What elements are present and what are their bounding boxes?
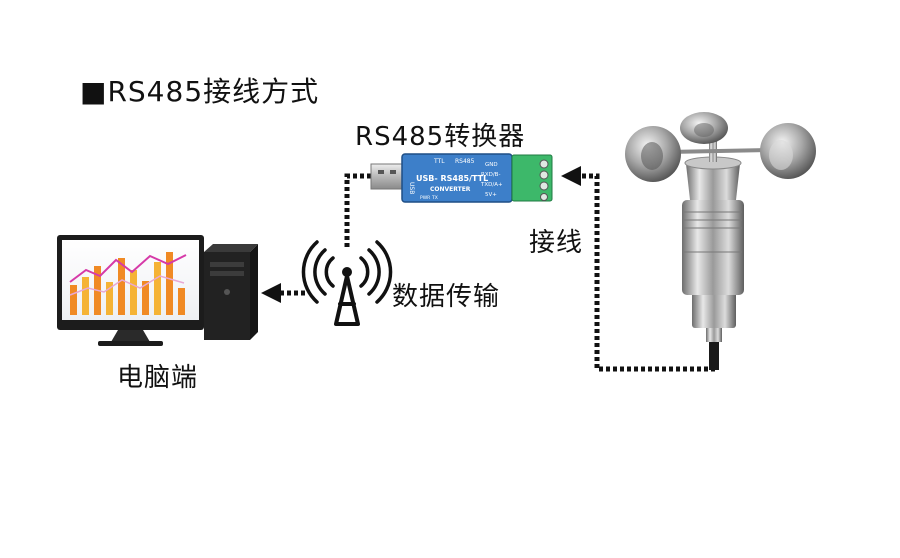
board-converter-text: CONVERTER [430,186,471,193]
data-transfer-label: 数据传输 [392,282,501,312]
usb-to-wireless-line [344,173,371,248]
board-main-text: USB- RS485/TTL [416,174,488,183]
board-pin-rxd: RXD/B- [481,172,500,178]
usb-plug [370,163,406,190]
anemometer-sensor [625,112,816,370]
rs485-converter: USB TTL RS485 USB- RS485/TTL CONVERTER P… [401,153,553,203]
wiring-label: 接线 [529,228,584,258]
converter-label: RS485转换器 [355,122,526,152]
board-usb-text: USB [408,182,415,194]
board-pin-txd: TXD/A+ [480,182,503,188]
computer-tower [204,244,258,340]
wireless-tower-icon [301,240,393,326]
board-pin-gnd: GND [485,162,498,168]
sensor-to-converter-line [561,166,715,372]
board-rs485-text: RS485 [455,158,475,165]
board-led-tx: TX [431,195,438,201]
computer-label: 电脑端 [117,363,199,393]
board-led-pwr: PWR [420,195,430,201]
monitor-chart-icon [69,252,187,315]
board-pin-5v: 5V+ [485,192,497,198]
computer-monitor [57,235,204,346]
board-ttl-text: TTL [433,158,445,165]
anemometer-cups [625,112,816,182]
diagram-title: ■RS485接线方式 [80,75,320,108]
connection-lines [261,166,715,372]
